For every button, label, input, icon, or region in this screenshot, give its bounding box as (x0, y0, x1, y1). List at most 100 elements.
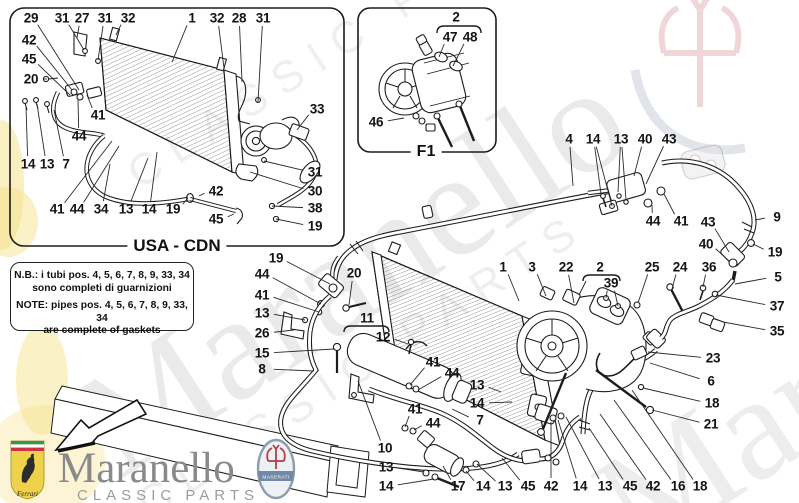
logo-subtitle-text: CLASSIC PARTS (77, 487, 259, 503)
callout-main-26: 26 (254, 325, 270, 341)
callout-main-44: 44 (645, 213, 661, 229)
callout-usa_cdn-45: 45 (208, 211, 224, 227)
note-line-en-1: NOTE: pipes pos. 4, 5, 6, 7, 8, 9, 33, 3… (16, 300, 188, 324)
callout-main-18: 18 (704, 395, 720, 411)
callout-main-16: 16 (670, 478, 686, 494)
callout-main-45: 45 (622, 478, 638, 494)
callout-main-13: 13 (254, 305, 270, 321)
note-box: N.B.: i tubi pos. 4, 5, 6, 7, 8, 9, 33, … (10, 262, 194, 336)
callout-main-3: 3 (528, 259, 536, 275)
callout-usa_cdn-44: 44 (69, 201, 85, 217)
logo-block: Ferrari Maranello CLASSIC PARTS MASERATI (10, 398, 296, 503)
callout-main-10: 10 (377, 440, 393, 456)
callout-main-12: 12 (375, 329, 391, 345)
callout-usa_cdn-27: 27 (74, 10, 90, 26)
callout-usa_cdn-38: 38 (307, 200, 323, 216)
callout-main-35: 35 (769, 323, 785, 339)
callout-main-37: 37 (769, 298, 785, 314)
callout-usa_cdn-41: 41 (90, 107, 106, 123)
callout-f1-48: 48 (462, 29, 478, 45)
callout-f1-46: 46 (368, 114, 384, 130)
callout-main-41: 41 (407, 401, 423, 417)
note-line-it-2: sono completi di guarnizioni (32, 282, 172, 294)
prancing-horse-icon (21, 453, 35, 483)
callout-main-41: 41 (673, 213, 689, 229)
callout-main-14: 14 (378, 478, 394, 494)
callout-main-17: 17 (450, 478, 466, 494)
callout-main-1: 1 (499, 259, 507, 275)
callout-main-20: 20 (346, 265, 362, 281)
callout-main-21: 21 (703, 416, 719, 432)
callout-main-14: 14 (572, 478, 588, 494)
callout-usa_cdn-45: 45 (21, 51, 37, 67)
callout-main-2: 2 (596, 259, 604, 275)
callout-main-40: 40 (637, 131, 653, 147)
callout-main-44: 44 (425, 415, 441, 431)
callout-main-42: 42 (543, 478, 559, 494)
callout-main-13: 13 (469, 377, 485, 393)
callout-usa_cdn-20: 20 (23, 71, 39, 87)
callout-usa_cdn-13: 13 (118, 201, 134, 217)
group-bracket-2-main (582, 274, 621, 282)
callout-main-41: 41 (254, 287, 270, 303)
callout-usa_cdn-33: 33 (309, 101, 325, 117)
callout-main-14: 14 (585, 131, 601, 147)
callout-usa_cdn-31: 31 (97, 10, 113, 26)
callout-main-8: 8 (258, 361, 266, 377)
watermark-shield-arc (630, 69, 746, 155)
ferrari-text: Ferrari (16, 490, 38, 498)
callout-main-5: 5 (774, 269, 782, 285)
note-line-en-2: are complete of gaskets (43, 325, 161, 336)
callout-main-41: 41 (425, 354, 441, 370)
callout-usa_cdn-42: 42 (208, 183, 224, 199)
callout-main-22: 22 (558, 259, 574, 275)
watermark-trident-icon (658, 0, 742, 107)
callout-main-36: 36 (701, 259, 717, 275)
f1-caption: F1 (410, 143, 442, 161)
callout-main-13: 13 (497, 478, 513, 494)
callout-usa_cdn-14: 14 (20, 156, 36, 172)
callout-main-44: 44 (254, 266, 270, 282)
callout-usa_cdn-29: 29 (23, 10, 39, 26)
arrow-shadow (57, 441, 96, 453)
callout-main-19: 19 (268, 250, 284, 266)
callout-main-13: 13 (597, 478, 613, 494)
callout-usa_cdn-14: 14 (141, 201, 157, 217)
maserati-badge-icon: MASERATI (256, 438, 296, 500)
callout-main-25: 25 (644, 259, 660, 275)
callout-main-18: 18 (692, 478, 708, 494)
callout-main-6: 6 (707, 373, 715, 389)
callout-f1-2: 2 (452, 9, 460, 25)
usa-cdn-caption: USA - CDN (127, 236, 227, 256)
callout-main-24: 24 (672, 259, 688, 275)
callout-main-15: 15 (254, 345, 270, 361)
callout-main-40: 40 (698, 236, 714, 252)
group-bracket-11 (343, 325, 390, 333)
callout-main-13: 13 (613, 131, 629, 147)
callout-usa_cdn-44: 44 (71, 128, 87, 144)
callout-usa_cdn-30: 30 (307, 183, 323, 199)
callout-usa_cdn-42: 42 (21, 32, 37, 48)
watermark-yellow-shield (0, 120, 24, 250)
callout-main-45: 45 (520, 478, 536, 494)
callout-usa_cdn-41: 41 (49, 201, 65, 217)
callout-main-14: 14 (475, 478, 491, 494)
callout-main-19: 19 (767, 244, 783, 260)
callout-usa_cdn-7: 7 (62, 156, 70, 172)
callout-main-42: 42 (645, 478, 661, 494)
callout-main-23: 23 (705, 350, 721, 366)
receiver-drier (346, 332, 473, 404)
callout-main-39: 39 (603, 275, 619, 291)
maserati-text: MASERATI (262, 475, 289, 481)
callout-usa_cdn-28: 28 (231, 10, 247, 26)
note-line-it-1: N.B.: i tubi pos. 4, 5, 6, 7, 8, 9, 33, … (14, 270, 190, 281)
leader-lines (25, 24, 767, 486)
group-bracket-2-f1 (436, 25, 482, 34)
callout-main-4: 4 (565, 131, 573, 147)
callout-usa_cdn-34: 34 (93, 201, 109, 217)
callout-main-43: 43 (661, 131, 677, 147)
callout-main-7: 7 (476, 412, 484, 428)
callout-usa_cdn-31: 31 (54, 10, 70, 26)
